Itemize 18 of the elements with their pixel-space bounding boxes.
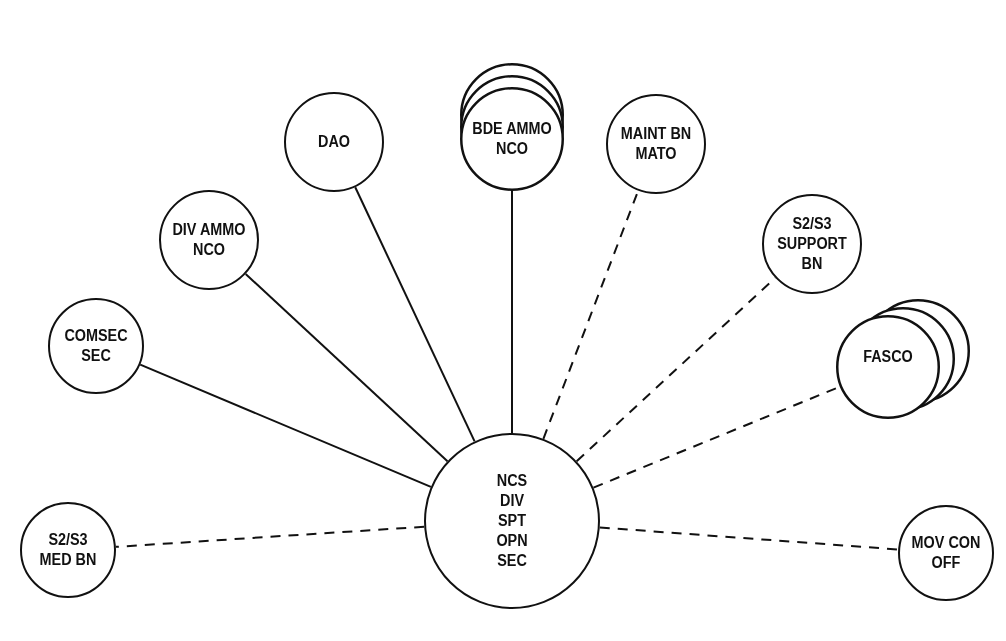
- dashed-connector: [114, 525, 426, 548]
- node-label: COMSEC SEC: [63, 326, 129, 366]
- node-label: DAO: [317, 132, 351, 152]
- node-label: BDE AMMO NCO: [471, 119, 553, 159]
- node-label: S2/S3 MED BN: [38, 530, 98, 570]
- node-label: FASCO: [862, 347, 914, 367]
- stacked-circles-node: [834, 297, 972, 421]
- connector-line: [139, 363, 432, 488]
- connector-line: [244, 273, 449, 463]
- connector-line: [511, 190, 513, 434]
- node-label: S2/S3 SUPPORT BN: [776, 214, 848, 274]
- node-label: MAINT BN MATO: [619, 124, 693, 164]
- connector-line: [354, 186, 476, 443]
- node-label: MOV CON OFF: [910, 533, 982, 573]
- stacked-circles-node: [458, 61, 566, 193]
- node-label: NCS DIV SPT OPN SEC: [495, 471, 529, 571]
- node-label: DIV AMMO NCO: [171, 220, 247, 260]
- dashed-connector: [598, 526, 900, 551]
